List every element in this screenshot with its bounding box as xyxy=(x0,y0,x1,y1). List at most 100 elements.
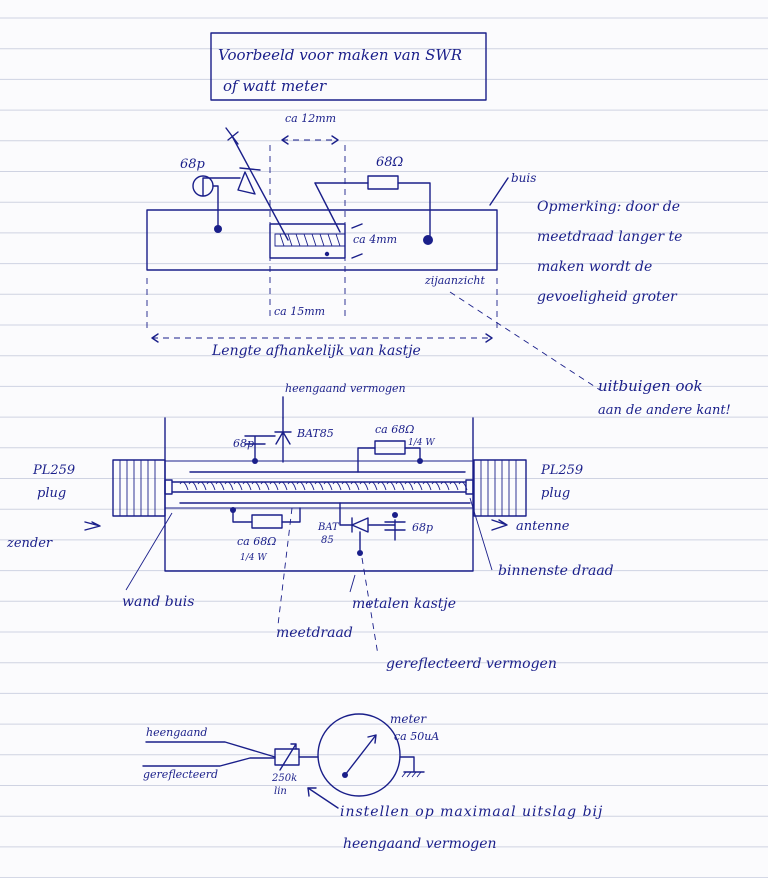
arrow-transmitter xyxy=(84,521,101,531)
diode-bottom-label-1: BAT xyxy=(317,522,340,533)
plug-left xyxy=(112,459,166,517)
dim-height: ca 4mm xyxy=(353,233,397,246)
tube-wall-pointer xyxy=(125,512,173,591)
inner-wire-label: binnenste draad xyxy=(498,563,614,579)
reflected-power-label: gereflecteerd vermogen xyxy=(386,656,557,672)
remark-line-2: meetdraad langer te xyxy=(537,229,682,245)
dim-width-bottom: ca 15mm xyxy=(274,305,325,318)
plug-right-hatch xyxy=(480,460,517,516)
diode-symbol-top xyxy=(237,167,261,195)
metal-box-pointer xyxy=(349,574,356,593)
forward-input-label: heengaand xyxy=(146,726,207,739)
res-bottom-watt: 1/4 W xyxy=(240,553,267,563)
plug-right-label-2: plug xyxy=(541,486,570,501)
instruction-line-1: instellen op maximaal uitslag bij xyxy=(340,804,603,820)
title-line-1: Voorbeeld voor maken van SWR xyxy=(218,46,462,64)
plug-left-label-1: PL259 xyxy=(32,463,75,478)
res-top-solder xyxy=(417,458,423,464)
diode-bottom-label-2: 85 xyxy=(321,535,334,546)
res-bottom-label: ca 68Ω xyxy=(237,535,276,548)
ground-lead xyxy=(399,756,425,773)
measure-wire-coils xyxy=(279,233,341,247)
dim-arrowheads-top xyxy=(281,135,339,145)
cap-label-top: 68p xyxy=(180,157,206,172)
cap-bottom-label: 68p xyxy=(412,521,433,534)
middle-diagram: heengaand vermogen 68p BAT85 ca 68Ω 1/4 … xyxy=(6,382,614,672)
potentiometer-arrow xyxy=(279,743,297,771)
res-top-leads xyxy=(357,447,421,473)
reflected-input-label: gereflecteerd xyxy=(143,768,218,781)
meter-range: ca 50uA xyxy=(394,730,439,743)
arrow-antenna xyxy=(491,519,508,531)
inner-wire-pointer xyxy=(469,497,493,571)
bend-note-2: aan de andere kant! xyxy=(598,403,731,418)
reflected-power-pointer xyxy=(361,557,379,656)
resistor-leads xyxy=(314,182,431,239)
metal-box-label: metalen kastje xyxy=(352,596,456,612)
notebook-rules xyxy=(0,17,768,878)
bottom-diagram: heengaand gereflecteerd 250k lin meter c… xyxy=(142,712,603,852)
meter-pivot xyxy=(342,772,348,778)
res-label-top: 68Ω xyxy=(376,155,404,170)
antenna-label: antenne xyxy=(516,519,570,534)
side-view-label: zijaanzicht xyxy=(424,274,485,287)
diode-top-mark xyxy=(225,127,239,145)
measure-wire-hatch xyxy=(274,233,346,247)
diode-lead xyxy=(231,135,289,241)
remark-line-4: gevoeligheid groter xyxy=(537,289,678,305)
cap-wiring xyxy=(202,177,241,229)
measure-wire-label: meetdraad xyxy=(276,625,353,641)
res-bottom-symbol xyxy=(251,514,283,529)
measure-wire-dot xyxy=(324,251,330,257)
solder-point-left xyxy=(214,225,222,233)
meter-circle xyxy=(317,713,401,797)
meter-needle xyxy=(344,734,377,776)
dim-height-arrows xyxy=(351,223,363,259)
instruction-pointer xyxy=(307,787,339,809)
plug-left-hatch xyxy=(119,460,156,516)
tube-wall-label: wand buis xyxy=(122,594,194,610)
measure-wire-pointer xyxy=(277,507,293,626)
length-guides xyxy=(146,278,498,330)
plug-left-pin xyxy=(164,479,173,495)
instruction-arrowhead xyxy=(307,787,317,797)
pot-type: lin xyxy=(274,786,287,797)
remark-line-1: Opmerking: door de xyxy=(537,199,680,215)
resistor-top xyxy=(367,175,399,190)
cap-top-symbol xyxy=(244,435,276,459)
measure-wire-frame xyxy=(269,223,346,259)
diode-top-label: BAT85 xyxy=(296,427,334,440)
dim-guides-top xyxy=(269,145,346,320)
plug-right-pin xyxy=(465,479,474,495)
diode-top-symbol xyxy=(274,417,292,463)
res-top-label: ca 68Ω xyxy=(375,423,414,436)
bend-pointer xyxy=(449,291,601,391)
tube-pointer xyxy=(489,177,509,206)
plug-right xyxy=(473,459,527,517)
res-top-symbol xyxy=(374,440,406,455)
plug-left-label-2: plug xyxy=(37,486,66,501)
top-diagram: ca 12mm 68p 68Ω ca 4mm buis zijaanzicht … xyxy=(146,112,731,418)
res-bottom-solder xyxy=(230,507,236,513)
measure-wires xyxy=(179,471,471,504)
res-top-watt: 1/4 W xyxy=(408,438,435,448)
forward-power-label: heengaand vermogen xyxy=(285,382,406,395)
forward-input-line xyxy=(145,741,276,758)
pot-value: 250k xyxy=(271,773,297,784)
diode-bottom-solder xyxy=(357,550,363,556)
bend-note-1: uitbuigen ook xyxy=(598,377,703,395)
length-arrowheads xyxy=(151,333,493,343)
transmitter-label: zender xyxy=(6,536,53,551)
length-label: Lengte afhankelijk van kastje xyxy=(211,343,421,359)
reflected-input-line xyxy=(142,757,276,767)
instruction-line-2: heengaand vermogen xyxy=(343,836,497,852)
title-box xyxy=(210,32,487,101)
tube-walls xyxy=(165,460,473,509)
solder-point-right xyxy=(423,235,433,245)
cap-top-label: 68p xyxy=(233,437,254,450)
diode-bottom-symbol xyxy=(339,502,396,533)
inner-wire-coils xyxy=(179,481,468,491)
dim-width-top: ca 12mm xyxy=(285,112,336,125)
